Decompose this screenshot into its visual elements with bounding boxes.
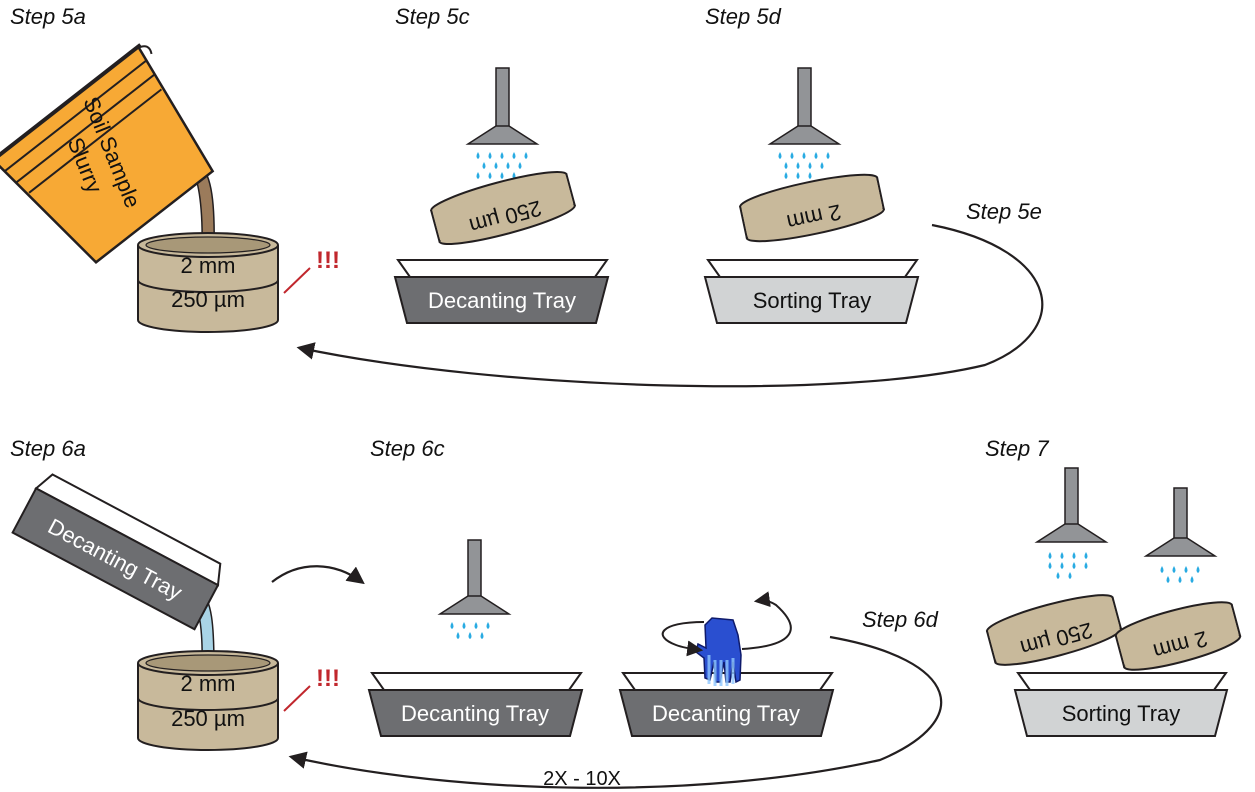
sprayer-icon (465, 67, 540, 145)
sieve-250um-label-6a: 250 µm (171, 706, 245, 731)
sieve-2mm-inverted: 2 mm (739, 173, 885, 243)
tray-icon (393, 259, 610, 324)
step-5e-label: Step 5e (966, 199, 1042, 224)
step-5a-group: 2 mm 250 µm Soil Sample Slurry !!! (0, 43, 340, 333)
warning-mark-5a: !!! (316, 247, 340, 274)
water-drops (476, 152, 528, 179)
sieve-250um-inverted-7: 250 µm (985, 594, 1123, 666)
water-drops (1048, 552, 1088, 579)
bucket-icon (0, 43, 215, 264)
arrow-6a-to-6c (271, 565, 365, 585)
step-5c-label: Step 5c (395, 4, 470, 29)
decanting-tray-label-6c: Decanting Tray (401, 701, 549, 726)
sieve-250um-inverted: 250 µm (430, 171, 576, 245)
glove-icon (695, 617, 742, 686)
step-6a-label: Step 6a (10, 436, 86, 461)
decanting-tray-label-5c: Decanting Tray (428, 288, 576, 313)
tray-icon (1013, 672, 1229, 737)
decanting-tray-label-6c-2: Decanting Tray (652, 701, 800, 726)
warning-tick (283, 267, 311, 294)
water-drops (450, 622, 490, 639)
return-arrow-5e (296, 223, 1044, 388)
step-5a-label: Step 5a (10, 4, 86, 29)
sorting-tray-label-7: Sorting Tray (1062, 701, 1181, 726)
sieve-2mm-label: 2 mm (181, 253, 236, 278)
step-5c-group: 250 µm Decanting Tray (393, 67, 610, 324)
repeat-count-label: 2X - 10X (543, 768, 621, 790)
water-drops (1160, 566, 1200, 583)
sorting-tray-label-5d: Sorting Tray (753, 288, 872, 313)
step-7-group: 250 µm 2 mm Sorting Tray (985, 467, 1242, 737)
sieve-2mm-label-6a: 2 mm (181, 671, 236, 696)
water-drops (778, 152, 830, 179)
tilted-decanting-tray: Decanting Tray (11, 473, 222, 631)
rotate-arrow-right (741, 591, 792, 650)
sieve-stack-5a: 2 mm 250 µm (137, 232, 279, 333)
tray-icon (618, 672, 835, 737)
step-6c-label: Step 6c (370, 436, 445, 461)
sprayer-icon (1143, 487, 1218, 557)
step-5d-group: 2 mm Sorting Tray (703, 67, 920, 324)
step-6d-label: Step 6d (862, 607, 939, 632)
sprayer-icon (1034, 467, 1109, 543)
rotate-arrow-left (661, 621, 705, 657)
sprayer-icon (767, 67, 842, 145)
tray-icon (367, 672, 584, 737)
step-6c-group: Decanting Tray Decanting Tray (367, 539, 835, 737)
warning-tick-6a (283, 685, 311, 712)
step-6a-group: 2 mm 250 µm Decanting Tray !!! (11, 473, 340, 751)
return-arrow-6d (288, 635, 943, 789)
tray-icon (703, 259, 920, 324)
sprayer-icon (437, 539, 512, 615)
step-7-label: Step 7 (985, 436, 1049, 461)
step-5d-label: Step 5d (705, 4, 782, 29)
sieve-stack-6a: 2 mm 250 µm (137, 650, 279, 751)
sieve-250um-label: 250 µm (171, 287, 245, 312)
warning-mark-6a: !!! (316, 665, 340, 692)
sieve-2mm-inverted-7: 2 mm (1114, 601, 1242, 671)
